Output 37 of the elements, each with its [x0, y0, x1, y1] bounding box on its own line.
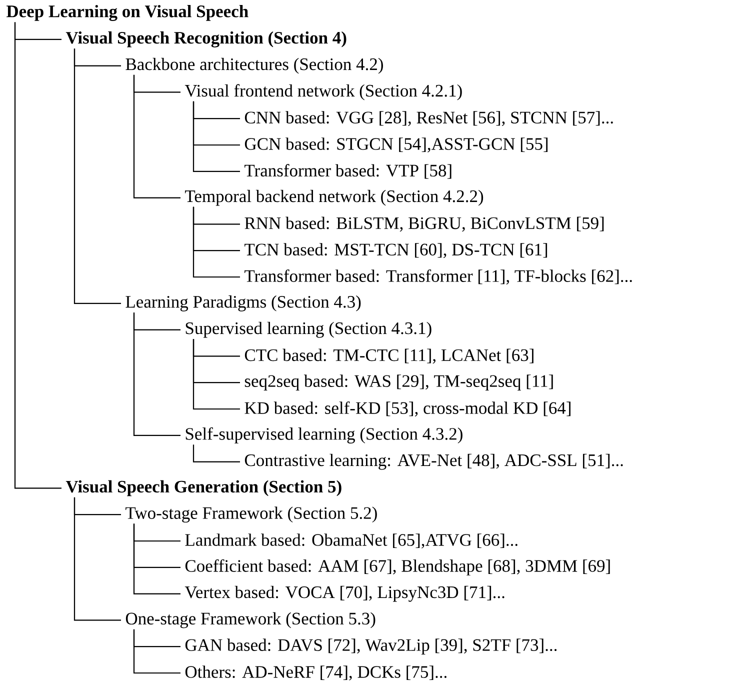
- tree-branch-line: [133, 524, 180, 594]
- tree-node-label: Self-supervised learning (Section 4.3.2): [186, 427, 462, 444]
- tree-node-label: CNN based: VGG [28], ResNet [56], STCNN [57]...: [244, 111, 613, 126]
- tree-node-label: Backbone architectures (Section 4.2): [126, 58, 383, 74]
- tree-node-label: Visual frontend network (Section 4.2.1): [184, 84, 462, 100]
- tree-node-label: KD based: self-KD [53], cross-modal KD [64]: [244, 401, 570, 416]
- tree-node-label: Learning Paradigms (Section 4.3): [126, 295, 361, 312]
- tree-node-label: One-stage Framework (Section 5.3): [126, 612, 376, 628]
- tree-node-label: Temporal backend network (Section 4.2.2): [185, 190, 484, 206]
- tree-node-label: Others: AD-NeRF [74], DCKs [75]...: [185, 666, 446, 680]
- tree-branch-line: [192, 101, 240, 172]
- tree-branch-line: [133, 312, 180, 436]
- tree-branch-line: [14, 22, 62, 489]
- tree-branch-line: [192, 206, 240, 278]
- tree-node-label: Supervised learning (Section 4.3.1): [186, 322, 432, 338]
- tree-branch-line: [133, 629, 180, 674]
- tree-node-label: TCN based: MST-TCN [60], DS-TCN [61]: [244, 243, 548, 258]
- tree-branch-line: [74, 48, 121, 304]
- tree-node-label: Deep Learning on Visual Speech: [6, 5, 248, 21]
- tree-node-label: seq2seq based: WAS [29], TM-seq2seq [11]: [244, 374, 553, 391]
- tree-node-label: Landmark based: ObamaNet [65],ATVG [66]...: [185, 534, 518, 548]
- tree-branch-line: [192, 338, 240, 410]
- tree-node-label: Contrastive learning: AVE-Net [48], ADC-SSL [51]...: [244, 454, 623, 470]
- tree-node-label: GCN based: STGCN [54],ASST-GCN [55]: [244, 138, 548, 152]
- tree-node-label: Two-stage Framework (Section 5.2): [126, 506, 377, 523]
- tree-node-label: Visual Speech Recognition (Section 4): [66, 31, 346, 48]
- tree-node-label: Coefficient based: AAM [67], Blendshape [68], 3DMM [69]: [185, 559, 610, 576]
- tree-branch-line: [192, 444, 240, 462]
- tree-node-label: Transformer based: VTP [58]: [244, 164, 452, 179]
- tree-node-label: RNN based: BiLSTM, BiGRU, BiConvLSTM [59]: [244, 216, 604, 232]
- tree-node-label: Visual Speech Generation (Section 5): [66, 480, 342, 496]
- tree-branch-line: [74, 497, 121, 621]
- tree-node-label: Transformer based: Transformer [11], TF-blocks [62]...: [244, 269, 632, 284]
- tree-node-label: GAN based: DAVS [72], Wav2Lip [39], S2TF [73]...: [185, 638, 557, 655]
- tree-branch-line: [133, 74, 180, 198]
- tree-node-label: CTC based: TM-CTC [11], LCANet [63]: [244, 348, 534, 364]
- tree-node-label: Vertex based: VOCA [70], LipsyNc3D [71]...: [184, 586, 504, 602]
